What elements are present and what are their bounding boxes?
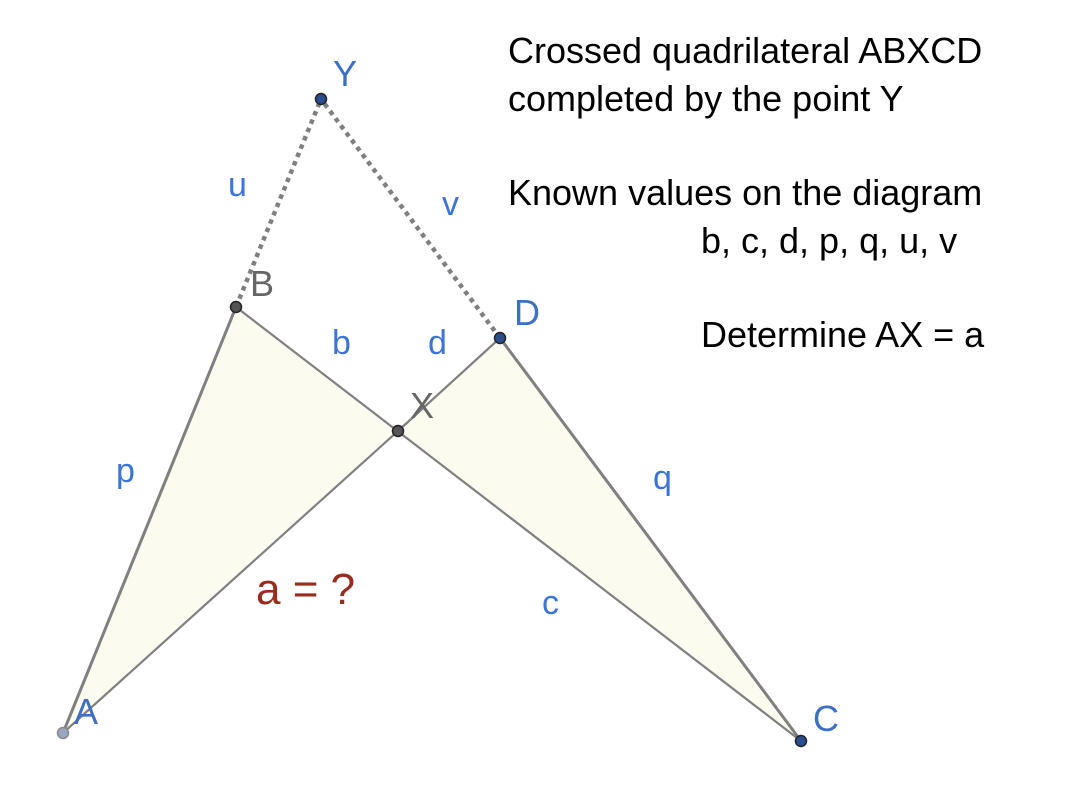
- point-b: [229, 300, 243, 314]
- segment-by-dotted: [233, 98, 324, 308]
- segment-ax: [62, 430, 399, 734]
- unknown-length-label: a = ?: [256, 565, 355, 614]
- description-line-4: b, c, d, p, q, u, v: [701, 220, 958, 261]
- description-line-2: completed by the point Y: [508, 78, 904, 119]
- label-segment-v: v: [442, 185, 459, 223]
- segment-dy-dotted: [319, 97, 502, 340]
- segment-xd: [397, 337, 501, 432]
- triangle-abx: [63, 307, 398, 733]
- point-x: [391, 424, 405, 438]
- point-a: [56, 726, 70, 740]
- label-point-a: A: [74, 691, 98, 732]
- label-segment-q: q: [653, 459, 672, 497]
- segment-dc: [498, 337, 803, 742]
- point-d: [493, 331, 507, 345]
- label-segment-u: u: [228, 166, 247, 204]
- point-y: [314, 92, 328, 106]
- label-point-y: Y: [333, 53, 357, 94]
- label-point-d: D: [514, 292, 540, 333]
- point-c: [794, 734, 808, 748]
- label-segment-d: d: [428, 324, 447, 362]
- label-segment-b: b: [332, 324, 351, 362]
- triangle-xdc: [398, 338, 801, 741]
- description-line-5: Determine AX = a: [701, 314, 985, 355]
- segment-ab: [61, 306, 238, 734]
- label-point-x: X: [410, 385, 434, 426]
- label-segment-p: p: [116, 452, 135, 490]
- segment-bc: [235, 306, 802, 742]
- label-point-b: B: [250, 263, 274, 304]
- label-point-c: C: [813, 698, 839, 739]
- description-line-3: Known values on the diagram: [508, 172, 983, 213]
- description-line-1: Crossed quadrilateral ABXCD: [508, 30, 983, 71]
- label-segment-c: c: [542, 584, 559, 622]
